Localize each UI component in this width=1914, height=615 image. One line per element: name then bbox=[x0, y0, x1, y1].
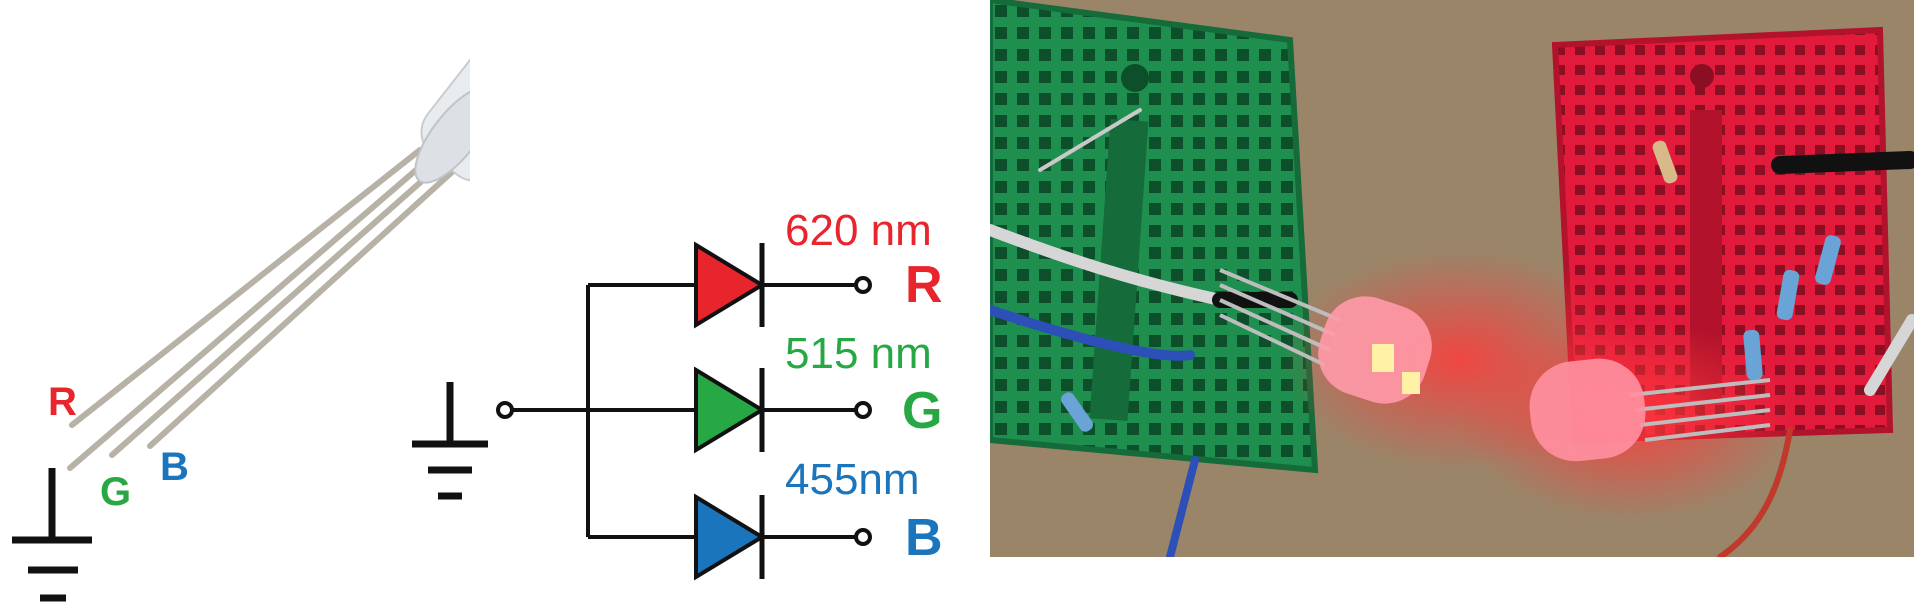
green-breadboard bbox=[990, 0, 1319, 474]
led-right bbox=[1529, 358, 1771, 462]
resistors bbox=[1061, 140, 1841, 432]
pin-r: R bbox=[905, 256, 943, 314]
diode-blue bbox=[694, 493, 766, 581]
pin-b: B bbox=[905, 509, 943, 567]
schematic-ground-symbol bbox=[412, 382, 488, 500]
ground-terminal bbox=[496, 401, 514, 419]
pin-label-b: B bbox=[160, 445, 189, 489]
schematic-drawing: 620 nm 515 nm 455nm R G B bbox=[412, 206, 943, 581]
led-body bbox=[414, 38, 470, 184]
led-legs bbox=[67, 147, 455, 471]
jumper-wires bbox=[990, 108, 1914, 557]
diode-green bbox=[694, 366, 766, 454]
terminal-green bbox=[854, 401, 872, 419]
wavelength-blue: 455nm bbox=[785, 455, 920, 504]
pin-label-g: G bbox=[100, 470, 131, 514]
rgb-led-drawing: R G B bbox=[12, 38, 470, 602]
wavelength-green: 515 nm bbox=[785, 329, 932, 378]
wavelength-red: 620 nm bbox=[785, 206, 932, 255]
rgb-led-schematic: 620 nm 515 nm 455nm R G B bbox=[400, 0, 990, 615]
ground-symbol bbox=[12, 468, 92, 602]
rgb-led-illustration: R G B bbox=[0, 0, 470, 615]
led-leg-blue bbox=[147, 169, 455, 449]
breadboard-photo bbox=[990, 0, 1914, 557]
led-leg-ground bbox=[67, 155, 433, 471]
terminal-blue bbox=[854, 528, 872, 546]
diode-red bbox=[694, 241, 766, 329]
pin-label-r: R bbox=[48, 380, 77, 424]
pin-g: G bbox=[902, 382, 942, 440]
breadboard-photo-drawing bbox=[990, 0, 1914, 557]
schematic-wires bbox=[512, 283, 855, 539]
led-left bbox=[1219, 268, 1432, 404]
led-leg-green bbox=[109, 162, 443, 458]
led-leg-red bbox=[69, 147, 423, 428]
terminal-red bbox=[854, 276, 872, 294]
